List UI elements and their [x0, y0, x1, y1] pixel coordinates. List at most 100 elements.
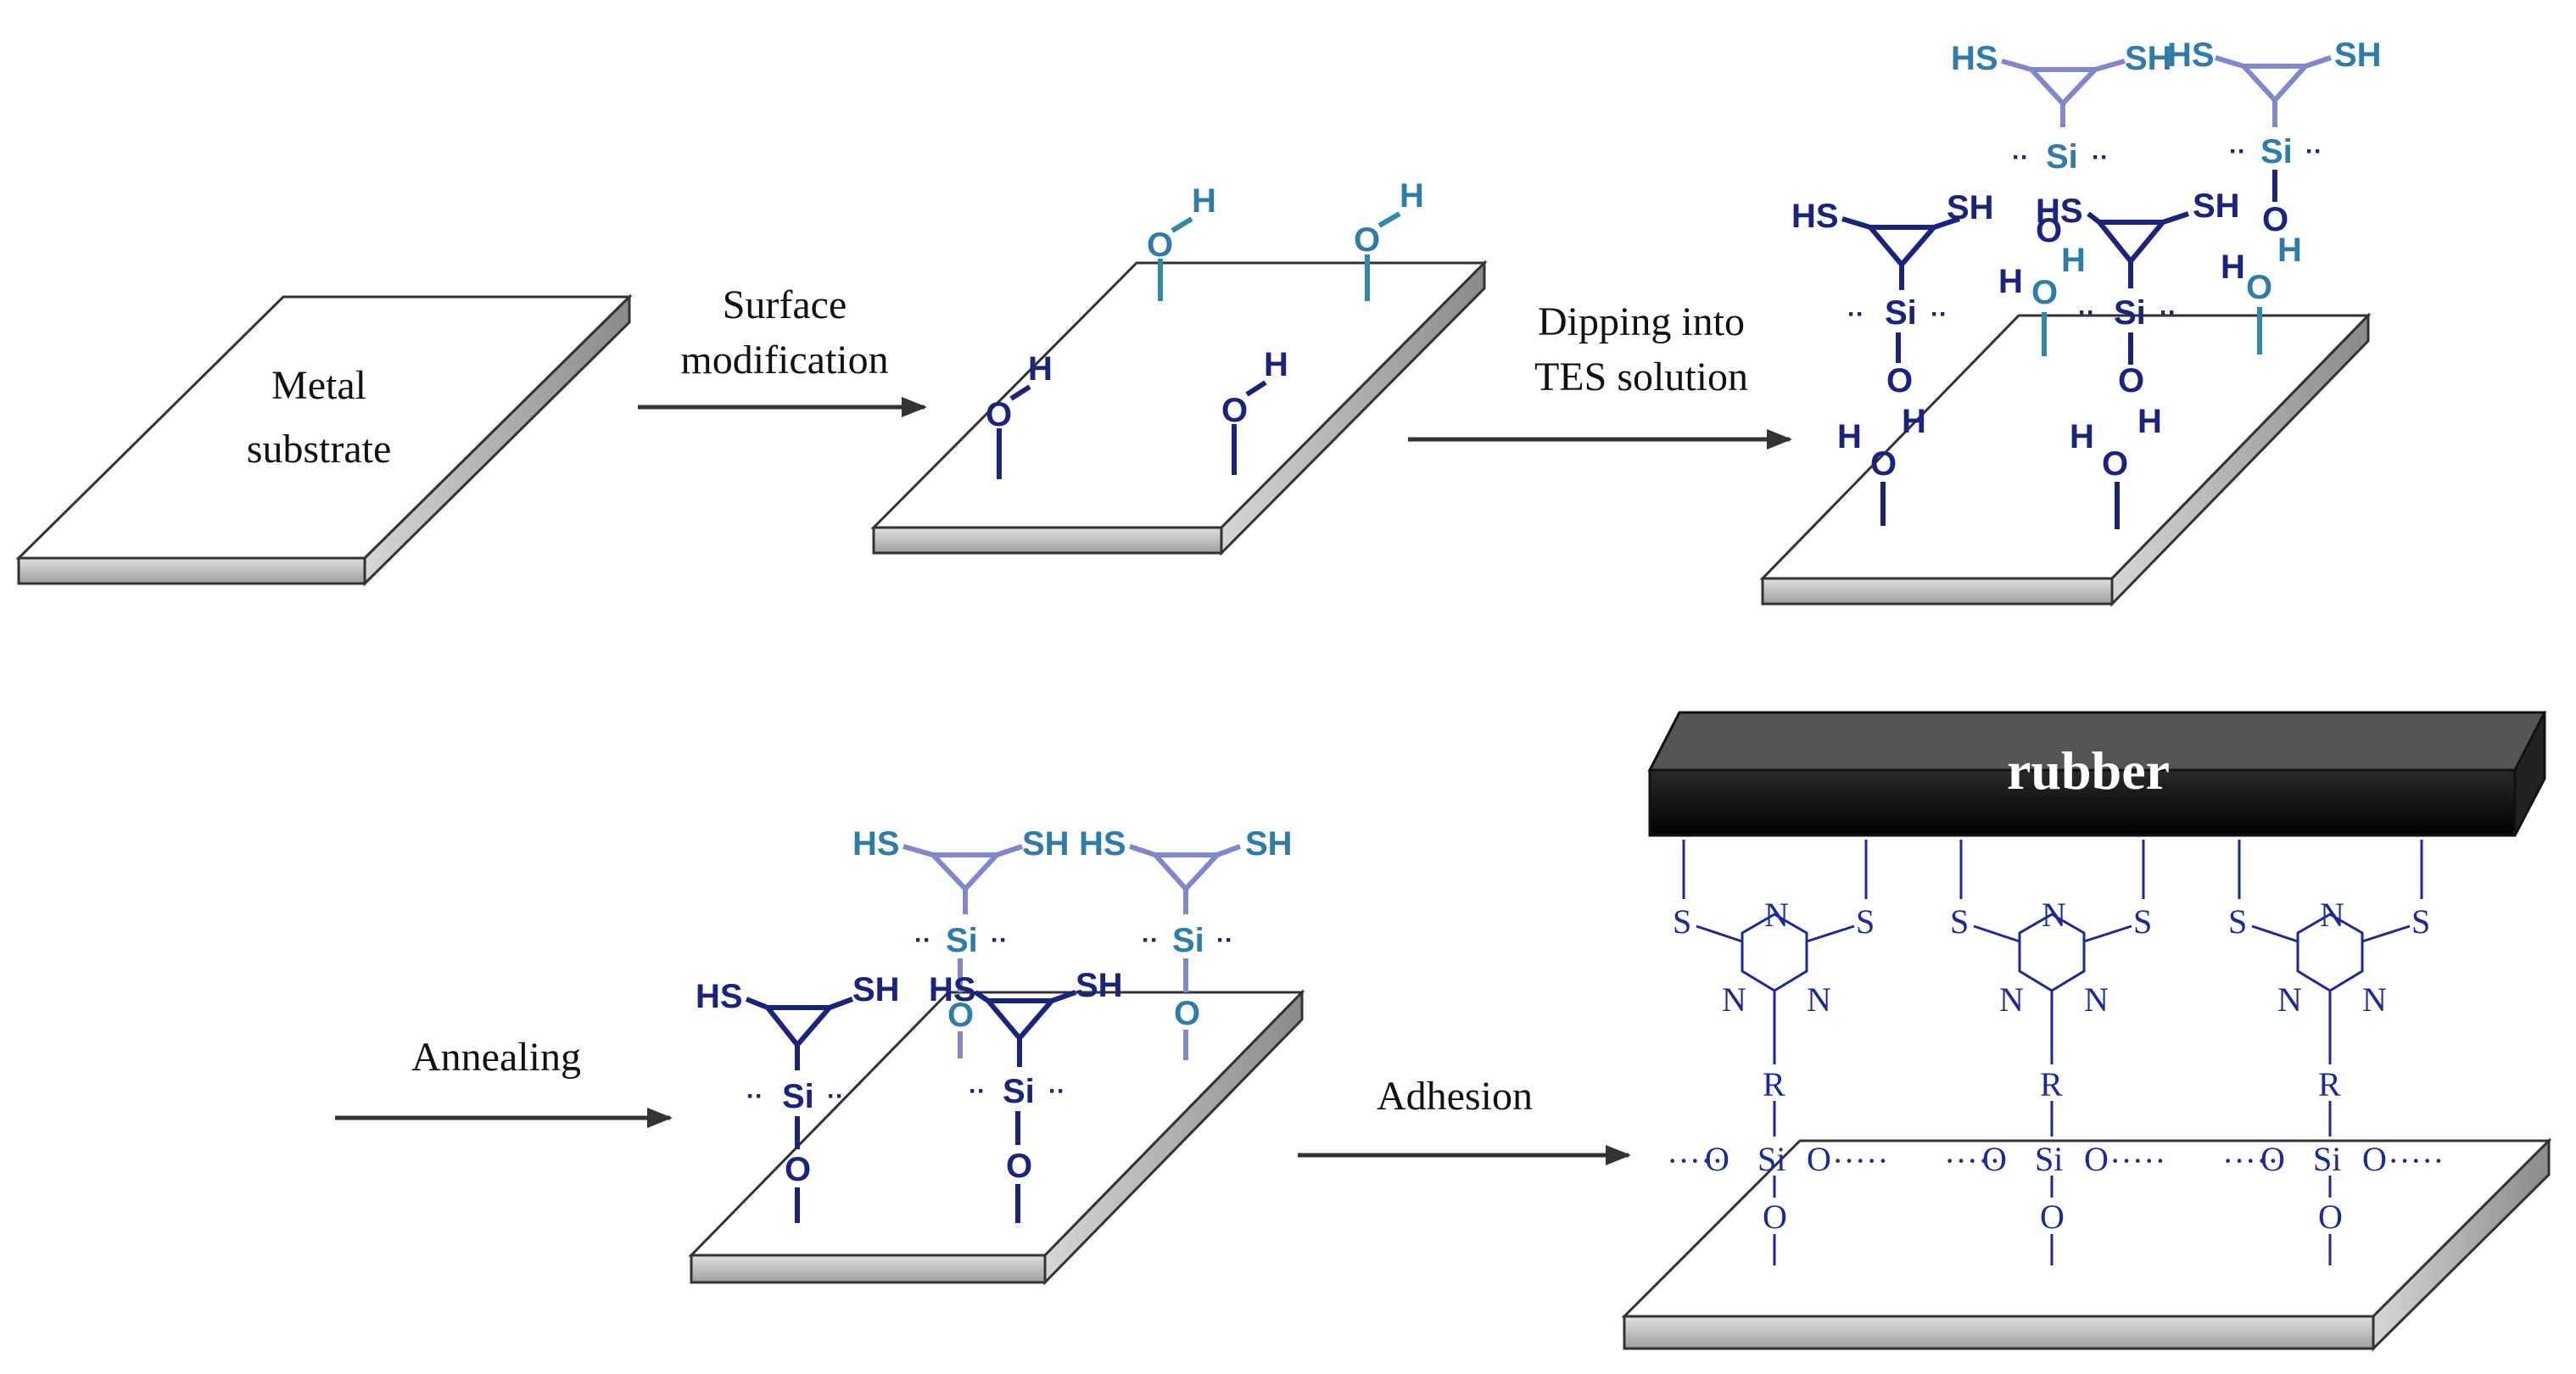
svg-text:O: O	[1221, 392, 1248, 429]
svg-text:N: N	[1807, 980, 1831, 1019]
svg-text:O: O	[1147, 226, 1173, 264]
svg-text:O: O	[2318, 1198, 2343, 1236]
svg-text:HS: HS	[696, 978, 743, 1015]
svg-text:O: O	[1006, 1148, 1032, 1185]
svg-text:··: ··	[2078, 299, 2095, 327]
svg-text:Si: Si	[2035, 1140, 2063, 1178]
modification-label: modification	[680, 338, 888, 383]
svg-text:SH: SH	[1076, 967, 1123, 1004]
svg-text:SH: SH	[1022, 825, 1070, 863]
svg-text:··: ··	[1048, 1077, 1065, 1105]
svg-text:·····: ·····	[1832, 1142, 1889, 1180]
metal-substrate-plate	[15, 293, 633, 587]
svg-text:Si: Si	[1172, 922, 1204, 959]
svg-text:R: R	[2040, 1065, 2063, 1103]
svg-text:··: ··	[746, 1082, 763, 1110]
svg-text:HS: HS	[1951, 40, 1998, 77]
rubber-label: rubber	[2007, 740, 2170, 801]
svg-text:S: S	[2411, 902, 2430, 941]
svg-text:SH: SH	[2334, 36, 2382, 74]
svg-text:HS: HS	[1079, 825, 1126, 863]
svg-text:··: ··	[969, 1077, 986, 1105]
triazine-linker-unit: S S N N N R ····· O Si O ····· O	[1667, 840, 1889, 1265]
svg-text:··: ··	[1142, 926, 1159, 954]
svg-text:O: O	[2040, 1198, 2065, 1236]
svg-text:·····: ·····	[2109, 1142, 2166, 1180]
substrate-label: substrate	[247, 427, 392, 472]
tes-molecule-pale: HS SH ·· Si ··	[1951, 40, 2172, 176]
svg-text:N: N	[1999, 980, 2024, 1019]
svg-text:HS: HS	[2036, 193, 2083, 230]
svg-text:Si: Si	[2260, 133, 2293, 170]
adhered-substrate-plate	[1621, 1137, 2552, 1352]
svg-text:H: H	[1028, 350, 1053, 388]
tes-molecule-dark: HS SH ·· Si ·· O H H O	[1791, 189, 1994, 526]
svg-text:··: ··	[1847, 300, 1864, 328]
svg-text:O: O	[1174, 995, 1200, 1032]
svg-text:Si: Si	[1003, 1073, 1035, 1110]
svg-text:SH: SH	[2193, 187, 2240, 225]
svg-text:N: N	[1722, 980, 1746, 1019]
svg-text:HS: HS	[852, 825, 900, 863]
svg-text:O: O	[2118, 362, 2144, 399]
tes-molecule-dark: HS SH ·· Si ·· O	[696, 971, 900, 1223]
svg-text:O: O	[2260, 1140, 2285, 1178]
svg-text:·····: ·····	[1944, 1142, 2001, 1180]
annealed-substrate-plate	[688, 989, 1305, 1286]
svg-text:R: R	[1763, 1065, 1785, 1103]
svg-text:S: S	[1673, 902, 1691, 941]
annealing-label: Annealing	[411, 1035, 581, 1080]
svg-text:N: N	[2320, 896, 2344, 934]
svg-text:N: N	[1764, 896, 1789, 934]
svg-text:H: H	[2221, 249, 2245, 286]
hydroxyl-group: O H	[1354, 177, 1424, 301]
svg-text:Si: Si	[2046, 138, 2078, 176]
svg-text:H: H	[2061, 242, 2086, 279]
hydroxyl-group: O H	[986, 350, 1053, 479]
svg-text:··: ··	[1931, 300, 1947, 328]
svg-text:N: N	[2042, 896, 2066, 934]
svg-text:N: N	[2277, 980, 2302, 1019]
svg-text:SH: SH	[2125, 40, 2172, 77]
svg-text:H: H	[1998, 263, 2023, 300]
triazine-linker-unit: S S N N N R ····· O Si O ····· O	[1944, 840, 2166, 1265]
svg-text:SH: SH	[1947, 189, 1994, 226]
svg-text:··: ··	[2305, 137, 2322, 165]
svg-text:O: O	[2262, 201, 2288, 238]
tes-molecule-dark: HS SH ·· Si ·· O H H O	[2036, 187, 2240, 529]
svg-text:·····: ·····	[2222, 1142, 2279, 1180]
svg-text:Si: Si	[1757, 1140, 1785, 1178]
svg-text:Si: Si	[782, 1078, 814, 1115]
svg-text:O: O	[2036, 212, 2062, 249]
tes-molecule-pale: HS SH ·· Si ·· O	[852, 825, 1070, 1058]
svg-text:O: O	[1886, 362, 1913, 399]
svg-text:H: H	[1837, 418, 1862, 455]
tes-solution-label: TES solution	[1534, 355, 1748, 399]
svg-text:O: O	[1763, 1198, 1787, 1236]
svg-text:H: H	[2137, 403, 2162, 440]
svg-text:N: N	[2084, 980, 2109, 1019]
svg-text:O: O	[1807, 1140, 1831, 1178]
tes-molecule-pale: HS SH ·· Si ·· O	[1079, 825, 1293, 1060]
triazine-linker-unit: S S N N N R ····· O Si O ····· O	[2222, 840, 2445, 1265]
svg-text:O: O	[986, 396, 1012, 433]
svg-text:Si: Si	[946, 922, 978, 959]
svg-text:N: N	[2362, 980, 2387, 1019]
svg-text:H: H	[2277, 232, 2302, 269]
hydrogen-bonded-hydroxyl: H O H	[2221, 232, 2302, 355]
hydrogen-bonded-hydroxyl: H O H O	[1998, 212, 2086, 356]
rubber-block	[1647, 711, 2547, 837]
svg-text:HS: HS	[2167, 36, 2215, 74]
svg-text:O: O	[1354, 221, 1380, 259]
svg-text:O: O	[2031, 274, 2058, 311]
svg-text:O: O	[1982, 1140, 2007, 1178]
svg-text:S: S	[2133, 902, 2152, 941]
svg-text:SH: SH	[852, 971, 900, 1008]
tes-molecule-pale: HS SH ·· Si ·· O	[2167, 36, 2382, 238]
surface-label: Surface	[723, 282, 847, 327]
hydroxyl-group: O H	[1221, 346, 1288, 475]
svg-text:O: O	[1870, 445, 1897, 483]
svg-text:Si: Si	[1885, 294, 1917, 332]
svg-text:H: H	[1400, 177, 1424, 215]
